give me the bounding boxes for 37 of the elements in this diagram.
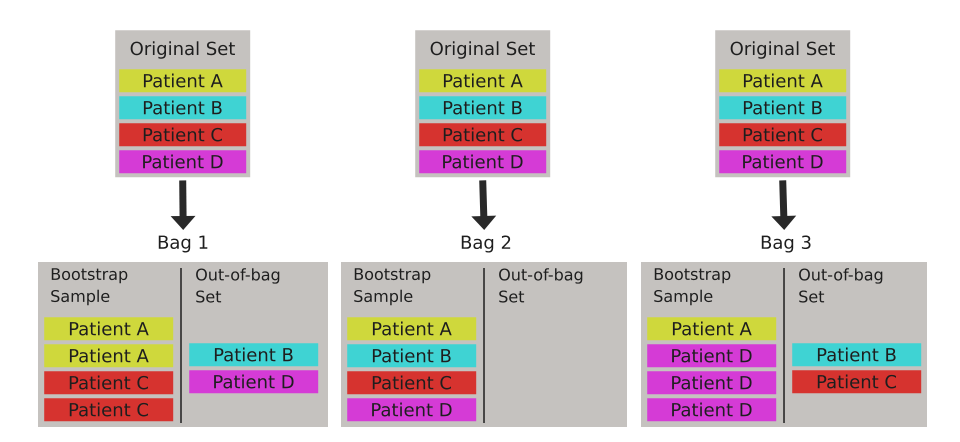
patient-bar: Patient C — [44, 371, 174, 394]
patient-bar: Patient D — [189, 370, 318, 394]
patient-bar: Patient A — [44, 344, 174, 368]
patient-bar: Patient A — [119, 69, 246, 92]
patient-bar: Patient D — [719, 150, 846, 174]
column-heading: Out-of-bag Set — [499, 268, 582, 303]
patient-bar: Patient B — [119, 96, 246, 120]
patient-bar: Patient B — [719, 96, 846, 120]
patient-bar: Patient D — [119, 150, 246, 174]
patient-bar: Patient C — [792, 370, 922, 394]
bag-label: Bag 3 — [762, 235, 811, 253]
patient-bar: Patient D — [347, 398, 476, 422]
patient-bar: Patient C — [119, 123, 246, 146]
patient-bar: Patient A — [647, 317, 776, 340]
patient-bar: Patient C — [719, 123, 846, 146]
patient-bar: Patient C — [44, 398, 174, 422]
patient-bar: Patient B — [189, 343, 318, 366]
patient-bar: Patient B — [419, 96, 546, 120]
patient-bar: Patient C — [419, 123, 546, 146]
column-heading: Out-of-bag Set — [196, 268, 280, 303]
patient-bar: Patient A — [347, 317, 476, 340]
patient-bar: Patient D — [647, 344, 776, 368]
patient-bar: Patient A — [719, 69, 846, 92]
column-heading: Bootstrap Sample — [51, 268, 128, 306]
patient-bar: Patient B — [792, 343, 922, 366]
patient-bar: Patient A — [44, 317, 174, 340]
patient-bar: Patient D — [647, 371, 776, 394]
patient-bar: Patient B — [347, 344, 476, 368]
patient-bar: Patient C — [347, 371, 476, 394]
column-heading: Out-of-bag Set — [799, 268, 882, 303]
bag-label: Bag 2 — [462, 235, 510, 253]
patient-bar: Patient A — [419, 69, 546, 92]
patient-bar: Patient D — [647, 398, 776, 422]
patient-bar: Patient D — [419, 150, 546, 174]
column-heading: Bootstrap Sample — [654, 268, 730, 306]
column-heading: Bootstrap Sample — [354, 268, 430, 306]
bag-label: Bag 1 — [158, 236, 208, 252]
